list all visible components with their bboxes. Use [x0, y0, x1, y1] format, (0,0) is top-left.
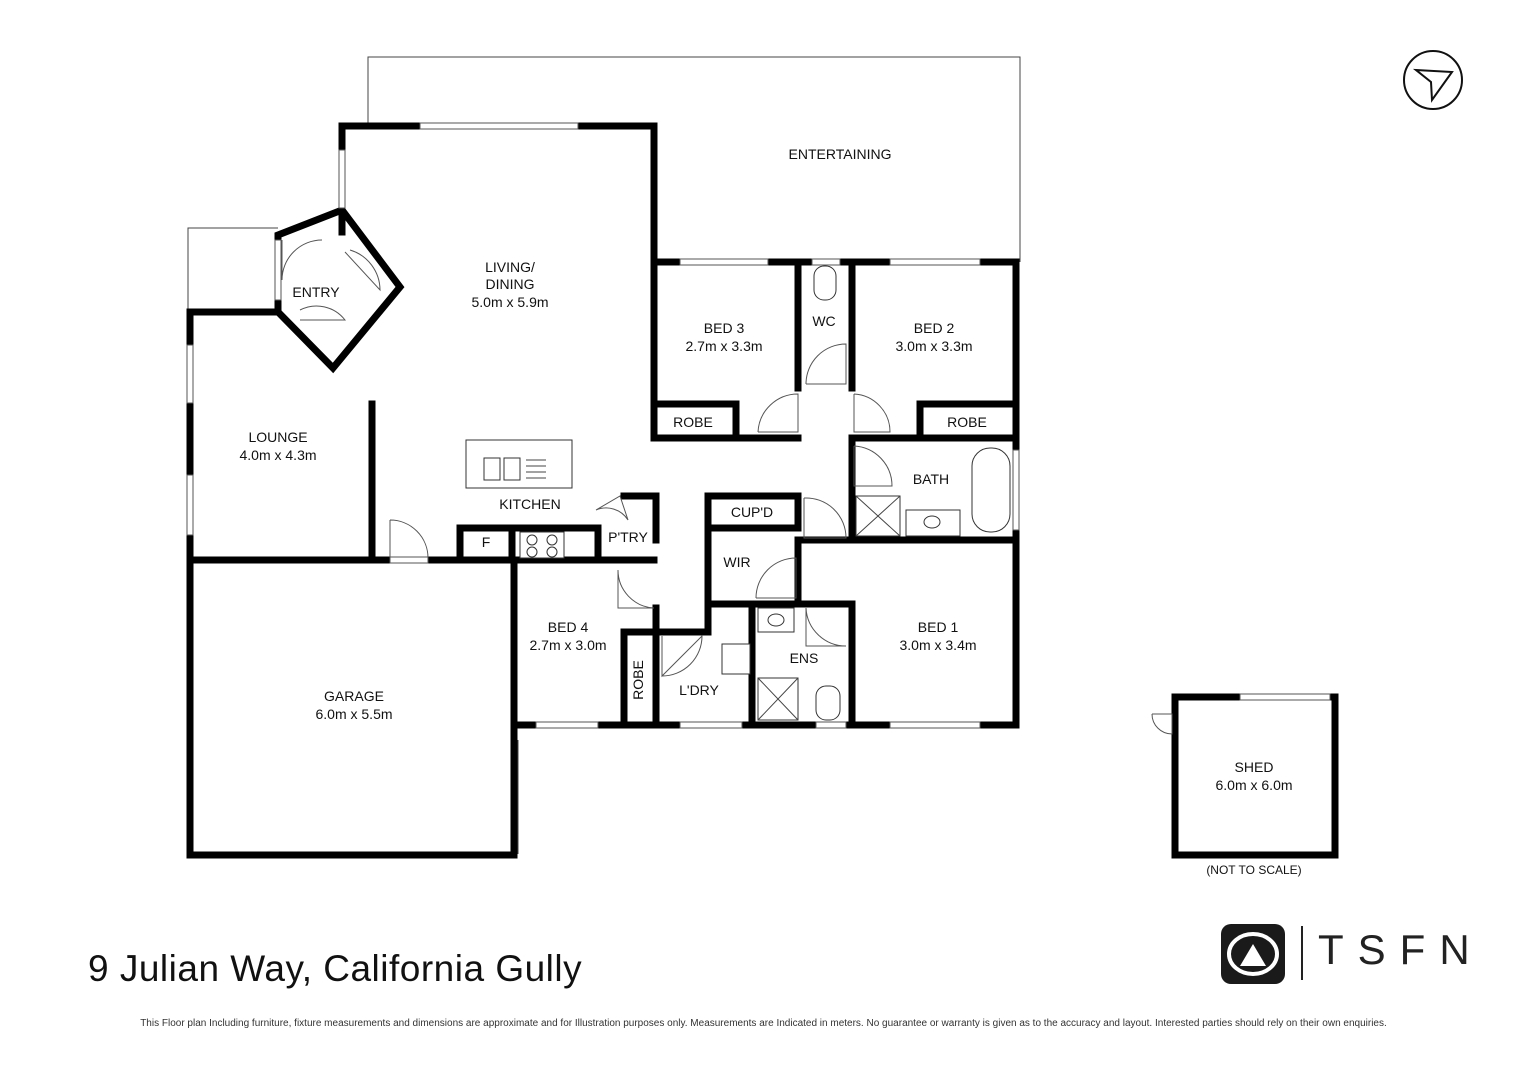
brand-name: TSFN — [1318, 926, 1484, 973]
label-cupd: CUP'D — [731, 504, 773, 520]
label-robe3: ROBE — [673, 414, 713, 430]
label-laundry: L'DRY — [679, 682, 719, 698]
size-garage: 6.0m x 5.5m — [315, 706, 392, 722]
label-wir: WIR — [723, 554, 750, 570]
property-address: 9 Julian Way, California Gully — [88, 948, 583, 989]
ens-vanity — [757, 607, 795, 633]
entertaining-outline — [367, 56, 1021, 262]
windows — [186, 122, 1020, 729]
label-pantry: P'TRY — [608, 529, 648, 545]
label-wc: WC — [812, 313, 835, 329]
doors — [281, 239, 893, 678]
size-bed4: 2.7m x 3.0m — [529, 637, 606, 653]
label-entry: ENTRY — [292, 284, 340, 300]
disclaimer-text: This Floor plan Including furniture, fix… — [140, 1018, 1387, 1029]
label-lounge: LOUNGE — [248, 429, 307, 445]
size-bed3: 2.7m x 3.3m — [685, 338, 762, 354]
exterior-walls — [186, 122, 1020, 859]
size-bed2: 3.0m x 3.3m — [895, 338, 972, 354]
label-garage: GARAGE — [324, 688, 384, 704]
label-ens: ENS — [790, 650, 819, 666]
porch-outline — [187, 227, 278, 310]
shed — [1151, 693, 1339, 859]
interior-walls — [186, 258, 1020, 729]
label-robe4: ROBE — [630, 660, 646, 700]
cooktop-icon — [519, 531, 565, 559]
tsfn-logo-icon — [1221, 924, 1303, 984]
size-shed: 6.0m x 6.0m — [1215, 777, 1292, 793]
label-bed4: BED 4 — [548, 619, 589, 635]
fixtures — [465, 265, 1011, 721]
size-lounge: 4.0m x 4.3m — [239, 447, 316, 463]
north-arrow-icon — [1403, 50, 1463, 110]
label-bed1: BED 1 — [918, 619, 959, 635]
toilet-icon — [813, 265, 837, 301]
label-bed2: BED 2 — [914, 320, 955, 336]
label-bath: BATH — [913, 471, 949, 487]
label-entertaining: ENTERTAINING — [789, 146, 892, 162]
label-fridge: F — [482, 534, 491, 550]
label-dining: DINING — [486, 276, 535, 292]
sink-icon — [483, 457, 501, 481]
label-bed3: BED 3 — [704, 320, 745, 336]
laundry-tub-icon — [721, 643, 751, 675]
bathtub-icon — [971, 447, 1011, 533]
size-bed1: 3.0m x 3.4m — [899, 637, 976, 653]
label-living: LIVING/ — [485, 259, 535, 275]
shed-note: (NOT TO SCALE) — [1206, 863, 1301, 877]
ens-toilet-icon — [815, 685, 841, 721]
label-shed: SHED — [1235, 759, 1274, 775]
size-living: 5.0m x 5.9m — [471, 294, 548, 310]
label-kitchen: KITCHEN — [499, 496, 560, 512]
label-robe2: ROBE — [947, 414, 987, 430]
